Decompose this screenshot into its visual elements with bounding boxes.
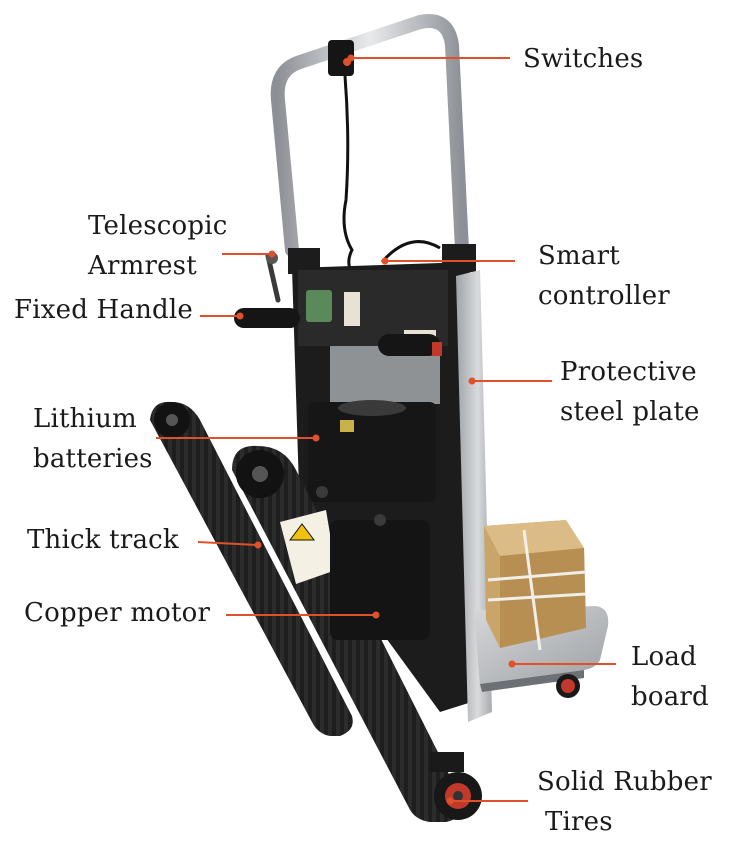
- label-protective-steel-plate-line-2: steel plate: [560, 397, 700, 427]
- label-load-board: Load board: [631, 637, 709, 717]
- leader-dots: [236, 54, 516, 805]
- label-telescopic-armrest-line-1: Telescopic: [88, 211, 228, 241]
- label-solid-rubber-tires-line-1: Solid Rubber: [537, 767, 712, 797]
- label-solid-rubber-tires-line-2: Tires: [545, 807, 613, 837]
- label-solid-rubber-tires: Solid Rubber Tires: [537, 762, 712, 841]
- label-switches: Switches: [523, 44, 644, 74]
- label-telescopic-armrest-line-2: Armrest: [88, 251, 197, 281]
- label-thick-track: Thick track: [27, 525, 179, 555]
- label-lithium-batteries-line-1: Lithium: [33, 404, 137, 434]
- leader-thick-track: [197, 541, 259, 546]
- label-smart-controller-line-1: Smart: [538, 241, 620, 271]
- label-smart-controller: Smart controller: [538, 236, 670, 316]
- telescopic-armrest-lever: [265, 252, 281, 303]
- solid-rubber-tires: [430, 674, 580, 820]
- label-protective-steel-plate-line-1: Protective: [560, 357, 697, 387]
- rear-track: [150, 401, 353, 736]
- label-smart-controller-line-2: controller: [538, 281, 670, 311]
- label-load-board-line-2: board: [631, 682, 709, 712]
- copper-motor-housing: [316, 486, 430, 640]
- label-telescopic-armrest: Telescopic Armrest: [88, 206, 228, 286]
- label-load-board-line-1: Load: [631, 642, 697, 672]
- protective-steel-plate: [456, 270, 492, 722]
- telescopic-handle: [270, 14, 469, 257]
- cargo-box: [484, 520, 587, 651]
- label-protective-steel-plate: Protective steel plate: [560, 352, 700, 432]
- label-copper-motor: Copper motor: [24, 598, 211, 628]
- label-lithium-batteries-line-2: batteries: [33, 444, 153, 474]
- label-lithium-batteries: Lithium batteries: [33, 399, 153, 479]
- leader-lines: [156, 57, 616, 802]
- battery-pack: [308, 400, 436, 502]
- fixed-handle-grips: [234, 308, 442, 356]
- label-fixed-handle: Fixed Handle: [14, 295, 193, 325]
